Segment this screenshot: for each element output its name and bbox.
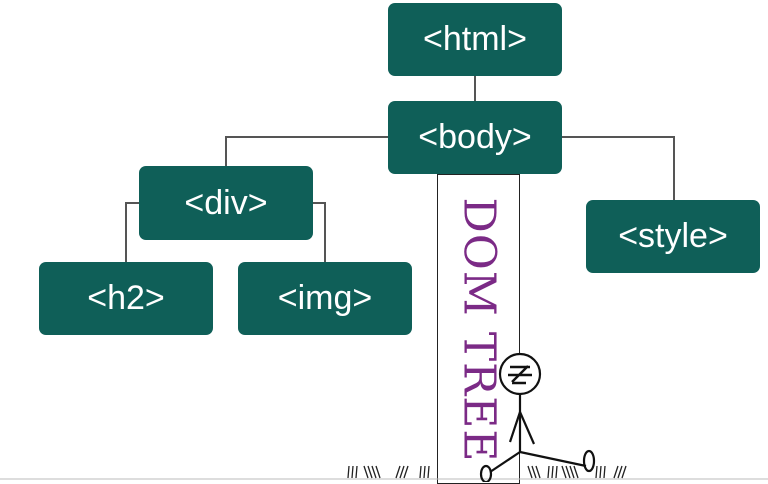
stick-figure bbox=[481, 354, 594, 482]
